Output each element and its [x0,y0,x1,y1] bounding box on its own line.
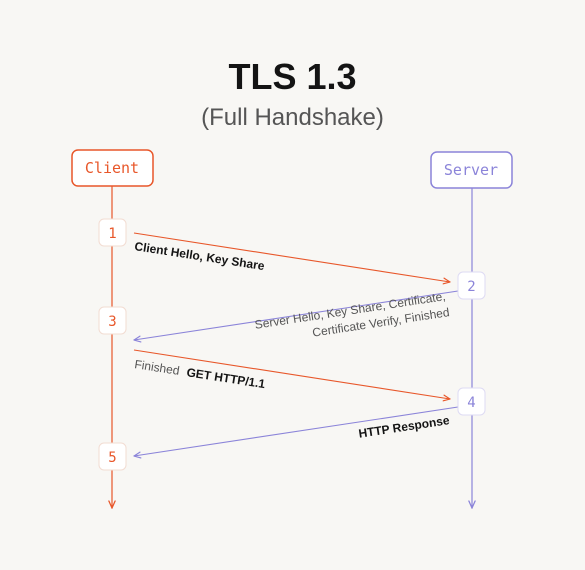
step-number-1: 1 [108,226,116,242]
message-arrow-2 [134,290,459,340]
step-badge-2: 2 [457,271,486,300]
svg-text:Finished GET HTTP/1.1: Finished GET HTTP/1.1 [134,357,267,391]
server-participant: Server [430,151,513,189]
step-badge-5: 5 [98,442,127,471]
message-arrow-3 [133,349,450,399]
diagram-subtitle: (Full Handshake) [201,104,384,131]
step-number-5: 5 [108,450,116,466]
step-badge-1: 1 [98,218,127,247]
diagram-title: TLS 1.3 [228,56,357,97]
message-arrow-4 [134,406,459,456]
message-label-3-prefix: Finished [134,357,181,378]
step-number-2: 2 [467,279,475,295]
message-label-1: Client Hello, Key Share [134,239,266,273]
step-number-4: 4 [467,395,475,411]
client-label: Client [85,159,139,177]
step-badge-3: 3 [98,306,127,335]
step-number-3: 3 [108,314,116,330]
message-label-4: HTTP Response [358,413,451,441]
message-label-3: Finished GET HTTP/1.1 [134,357,267,391]
step-badge-4: 4 [457,387,486,416]
server-label: Server [444,161,498,179]
client-participant: Client [71,149,154,187]
message-arrow-1 [133,232,450,282]
